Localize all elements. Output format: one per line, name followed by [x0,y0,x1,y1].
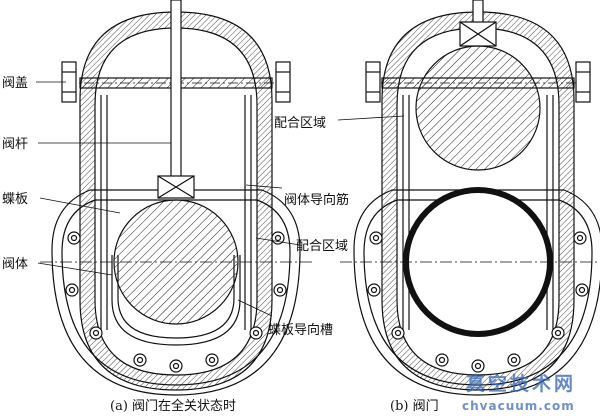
view-a-fully-closed [36,0,312,396]
view-b-disc-raised [415,45,541,171]
caption-b: (b) 阀门 [390,399,439,414]
label-stem: 阀杆 [2,137,28,152]
view-b-cover-bolt-left [365,61,381,103]
view-a-flange [51,189,301,396]
label-cover: 阀盖 [2,76,28,91]
watermark-text: 真空技术网 [466,372,576,395]
view-a-stem [170,0,182,179]
label-guide-rib: 阀体导向筋 [284,192,349,208]
label-mating-zone-right-view: 配合区域 [274,116,326,131]
view-a-cover-bolt-right [275,61,291,103]
label-mating-zone: 配合区域 [296,239,348,254]
label-body: 阀体 [2,257,28,272]
view-a-leaders [36,81,301,317]
label-disc-groove: 蝶板导向槽 [268,322,333,338]
view-a-flange-bolts [65,231,287,373]
view-b-leader-mating [337,115,405,121]
watermark-url: chvacuum.com [462,399,575,413]
view-b-cover-bolt-right [575,61,591,103]
labels: 阀盖 阀杆 蝶板 阀体 配合区域 阀体导向筋 配合区域 蝶板导向槽 [2,76,349,338]
caption-a: (a) 阀门在全关状态时 [110,398,236,414]
view-b-flange-bolts [367,231,589,373]
view-b-stem [472,0,484,25]
watermark: 真空技术网 chvacuum.com [462,372,576,413]
view-b [337,0,600,396]
label-disc: 蝶板 [2,192,28,207]
